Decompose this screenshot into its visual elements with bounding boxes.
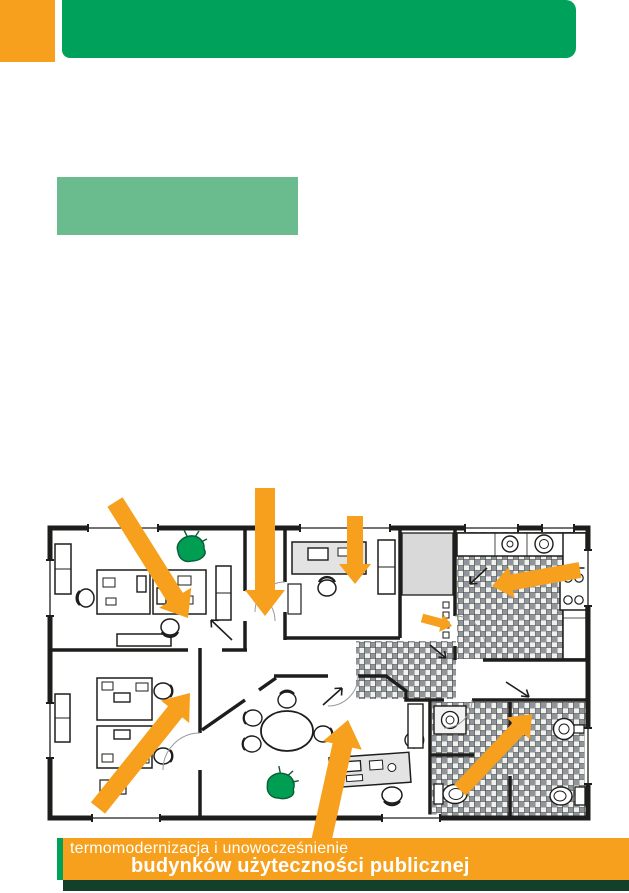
round-table <box>260 710 314 752</box>
plant-icon <box>176 529 208 563</box>
footer-line2: budynków użyteczności publicznej <box>131 855 470 877</box>
interior-walls <box>50 530 588 818</box>
monitor-icon <box>113 729 131 740</box>
section-highlight-box <box>57 177 298 235</box>
chair-icon <box>241 735 262 753</box>
basin-icon <box>534 534 554 554</box>
chair-icon <box>153 682 174 700</box>
monitor-icon <box>113 692 131 703</box>
airflow-arrows <box>90 488 582 859</box>
monitor-icon <box>307 547 329 561</box>
toilet-icon <box>549 786 586 806</box>
airflow-arrow <box>339 516 371 584</box>
footer-accent-stripe <box>57 838 63 880</box>
chair-icon <box>160 618 180 639</box>
airflow-arrow <box>492 562 582 599</box>
chair-icon <box>242 709 263 727</box>
chair-icon <box>75 588 95 608</box>
office-c-furniture <box>287 539 396 615</box>
airflow-arrow <box>308 720 362 859</box>
footer-line1: termomodernizacja i unowocześnienie <box>70 840 349 857</box>
airflow-arrow <box>245 488 285 616</box>
footer-bar: termomodernizacja i unowocześnienie budy… <box>63 838 629 880</box>
header-green-bar <box>62 0 576 58</box>
chair-icon <box>317 575 337 597</box>
airflow-arrow <box>107 497 192 618</box>
airflow-arrow <box>420 613 452 632</box>
floorplan <box>46 488 592 859</box>
airflow-arrow <box>90 693 190 814</box>
monitor-icon <box>136 575 147 593</box>
windows <box>46 524 592 822</box>
meeting-room-furniture <box>241 689 425 807</box>
flow-arrows <box>210 567 530 706</box>
footer-bottom-strip <box>63 880 629 891</box>
chair-icon <box>381 786 403 807</box>
pantry-closet <box>401 532 454 639</box>
chair-icon <box>153 747 174 765</box>
airflow-arrow <box>454 714 532 796</box>
chair-icon <box>277 689 297 709</box>
top-left-orange-block <box>0 0 55 62</box>
floorplan-illustration <box>40 488 595 863</box>
plant-icon <box>266 765 299 800</box>
